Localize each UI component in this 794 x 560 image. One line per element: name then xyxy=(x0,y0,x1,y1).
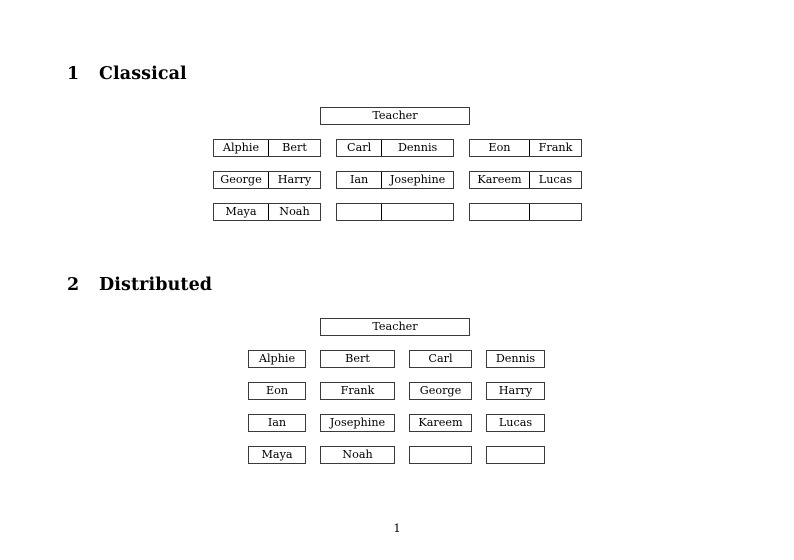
distributed-student-cell: Josephine xyxy=(320,414,395,432)
distributed-student-cell-empty xyxy=(409,446,472,464)
classical-student-cell-empty xyxy=(470,204,529,220)
section-heading-distributed: 2 Distributed xyxy=(67,275,212,295)
classical-student-cell: Dennis xyxy=(381,140,453,156)
classical-pair-row: George Harry xyxy=(213,171,321,189)
classical-pair-row: Kareem Lucas xyxy=(469,171,582,189)
distributed-teacher-box: Teacher xyxy=(320,318,470,336)
page-number: 1 xyxy=(393,521,401,535)
distributed-student-cell: Bert xyxy=(320,350,395,368)
classical-student-cell: Harry xyxy=(267,172,320,188)
classical-pair-row: Maya Noah xyxy=(213,203,321,221)
distributed-student-cell: Harry xyxy=(486,382,545,400)
distributed-student-cell: George xyxy=(409,382,472,400)
classical-student-cell: Carl xyxy=(347,141,372,155)
classical-pair-row: Alphie Bert xyxy=(213,139,321,157)
classical-student-cell: Ian xyxy=(349,173,369,187)
section-title: Classical xyxy=(99,64,187,84)
classical-student-cell: George xyxy=(220,173,262,187)
section-heading-classical: 1 Classical xyxy=(67,64,187,84)
distributed-student-cell-empty xyxy=(486,446,545,464)
section-number: 2 xyxy=(67,275,80,295)
distributed-student-cell: Carl xyxy=(409,350,472,368)
classical-pair-row: Ian Josephine xyxy=(336,171,454,189)
classical-pair-row-empty xyxy=(469,203,582,221)
classical-student-cell-empty xyxy=(528,204,581,220)
classical-student-cell: Noah xyxy=(267,204,320,220)
distributed-student-cell: Noah xyxy=(320,446,395,464)
classical-student-cell: Frank xyxy=(528,140,581,156)
classical-student-cell: Josephine xyxy=(381,172,453,188)
distributed-student-cell: Eon xyxy=(248,382,306,400)
distributed-student-cell: Lucas xyxy=(486,414,545,432)
classical-pair-row: Carl Dennis xyxy=(336,139,454,157)
classical-student-cell: Kareem xyxy=(477,173,522,187)
classical-pair-row: Eon Frank xyxy=(469,139,582,157)
classical-student-cell-empty xyxy=(337,204,381,220)
classical-student-cell-empty xyxy=(381,204,453,220)
classical-student-cell: Maya xyxy=(225,205,257,219)
classical-teacher-box: Teacher xyxy=(320,107,470,125)
classical-student-cell: Lucas xyxy=(528,172,581,188)
distributed-student-cell: Alphie xyxy=(248,350,306,368)
section-title: Distributed xyxy=(99,275,213,295)
classical-student-cell: Alphie xyxy=(222,141,260,155)
classical-student-cell: Eon xyxy=(488,141,511,155)
classical-student-cell: Bert xyxy=(267,140,320,156)
distributed-student-cell: Dennis xyxy=(486,350,545,368)
distributed-student-cell: Ian xyxy=(248,414,306,432)
section-number: 1 xyxy=(67,64,80,84)
distributed-student-cell: Maya xyxy=(248,446,306,464)
distributed-student-cell: Frank xyxy=(320,382,395,400)
distributed-student-cell: Kareem xyxy=(409,414,472,432)
classical-pair-row-empty xyxy=(336,203,454,221)
